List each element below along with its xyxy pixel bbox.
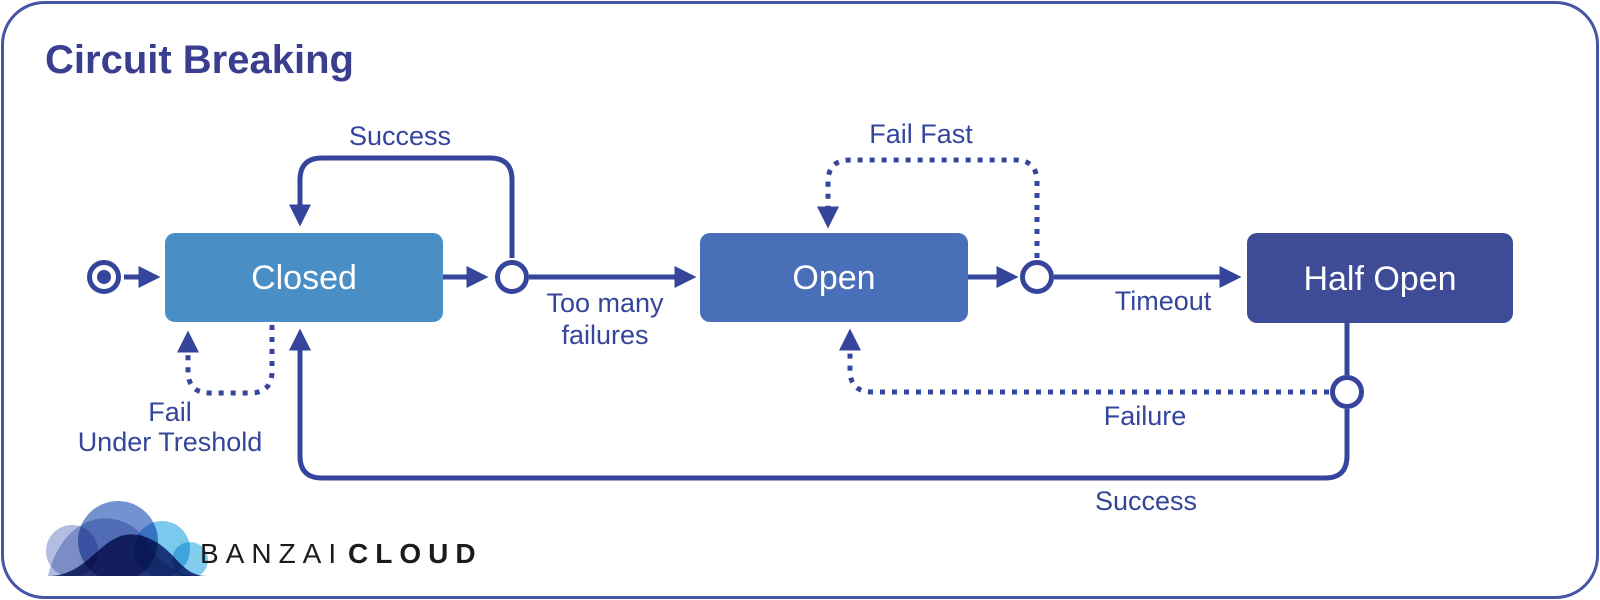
logo-text-banzai: BANZAI — [200, 538, 343, 569]
connector-circle-below-half-open — [1330, 375, 1364, 409]
closed-state-box — [165, 233, 443, 322]
open-state-box — [700, 233, 968, 322]
edge-success-loop-to-closed — [288, 155, 515, 258]
logo-wave-blue — [48, 518, 200, 576]
label-success-bottom: Success — [1095, 486, 1197, 516]
edge-success-return-to-closed — [288, 328, 1350, 481]
initial-state-marker — [87, 260, 121, 294]
edge-fail-under-treshold-loop — [176, 325, 275, 396]
closed-state-label: Closed — [251, 259, 357, 297]
label-fail-under-line1: Fail — [148, 397, 192, 427]
label-success-top: Success — [349, 121, 451, 151]
connector-circle-after-closed — [495, 260, 529, 294]
label-fail-under-line2: Under Treshold — [78, 427, 263, 457]
edge-fail-fast-loop — [816, 157, 1040, 258]
logo-text-cloud: CLOUD — [348, 538, 483, 569]
state-open: Open — [700, 233, 968, 322]
half-open-state-label: Half Open — [1303, 260, 1456, 298]
edge-failure-to-open — [838, 328, 1329, 395]
label-failure: Failure — [1104, 401, 1187, 431]
half-open-state-box — [1247, 233, 1513, 323]
initial-state-inner-dot — [97, 270, 111, 284]
label-too-many-line1: Too many — [546, 288, 664, 318]
label-timeout: Timeout — [1115, 286, 1212, 316]
label-too-many-line2: failures — [561, 320, 648, 350]
page-title: Circuit Breaking — [45, 38, 354, 82]
open-state-label: Open — [792, 259, 875, 297]
banzaicloud-logo: BANZAI CLOUD — [46, 501, 483, 576]
label-fail-fast: Fail Fast — [869, 119, 973, 149]
state-closed: Closed — [165, 233, 443, 322]
state-half-open: Half Open — [1247, 233, 1513, 323]
connector-circle-after-open — [1020, 260, 1054, 294]
logo-cloud-mark — [46, 501, 208, 576]
